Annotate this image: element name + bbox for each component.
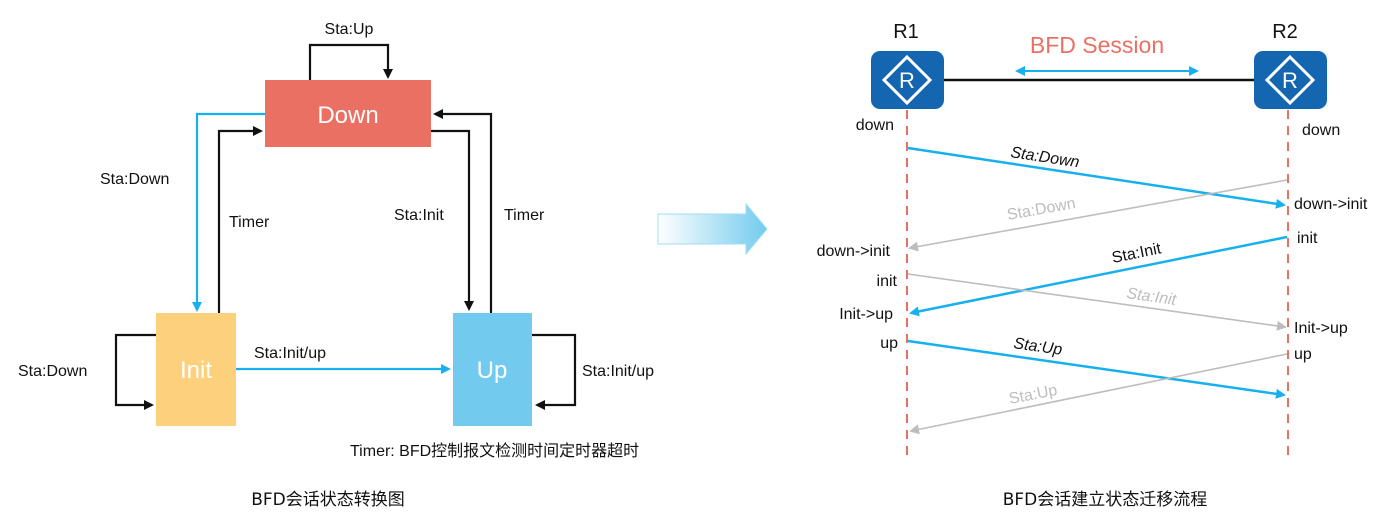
transition-up-to-down	[433, 109, 493, 313]
label-up-to-down: Timer	[504, 207, 545, 224]
r1-router-icon: R	[871, 51, 944, 109]
r1-state-up: up	[880, 335, 898, 352]
sequence-diagram: R1 R2 BFD Session R R down down->init in…	[817, 21, 1368, 510]
state-up-label: Up	[477, 357, 508, 384]
r2-state-down: down	[1302, 122, 1340, 139]
msg-r1-sta-init-label: Sta:Init	[1125, 285, 1177, 309]
state-down-box	[265, 80, 431, 147]
label-down-to-init: Sta:Down	[100, 171, 169, 188]
r1-state-init: init	[877, 273, 898, 290]
svg-text:R: R	[899, 68, 915, 93]
transition-up-self	[532, 333, 577, 410]
transition-down-to-init	[192, 112, 265, 312]
sequence-diagram-caption: BFD会话建立状态迁移流程	[1003, 490, 1208, 510]
r2-label: R2	[1272, 21, 1298, 43]
r2-state-down-init: down->init	[1294, 196, 1368, 213]
msg-r2-sta-down	[908, 179, 1288, 252]
r1-state-down-init: down->init	[817, 243, 891, 260]
transition-down-self	[308, 43, 393, 81]
msg-r2-sta-init	[909, 235, 1288, 317]
state-up-box	[453, 313, 532, 426]
label-init-to-down: Timer	[229, 214, 270, 231]
r1-label: R1	[893, 21, 919, 43]
msg-r2-sta-up-label: Sta:Up	[1008, 382, 1059, 408]
state-init-box	[156, 313, 236, 426]
r2-state-init-up: Init->up	[1294, 320, 1348, 337]
bfd-session-label: BFD Session	[1030, 32, 1164, 58]
timer-footnote: Timer: BFD控制报文检测时间定时器超时	[350, 442, 639, 460]
msg-r1-sta-down-label: Sta:Down	[1009, 144, 1080, 171]
label-up-self: Sta:Init/up	[582, 363, 654, 380]
big-right-arrow-icon	[657, 202, 768, 256]
label-init-to-up: Sta:Init/up	[254, 345, 326, 362]
state-diagram: Sta:Up Sta:Down Timer Sta:Init Timer Sta…	[18, 21, 654, 510]
svg-text:R: R	[1282, 68, 1298, 93]
state-down-label: Down	[317, 102, 378, 129]
transition-init-self	[114, 333, 156, 410]
msg-r1-sta-up-label: Sta:Up	[1012, 335, 1063, 359]
r1-state-init-up: Init->up	[839, 306, 893, 323]
msg-r2-sta-up	[909, 353, 1288, 435]
transition-down-to-up	[431, 129, 474, 311]
label-down-to-up: Sta:Init	[394, 207, 444, 224]
state-init-label: Init	[180, 357, 212, 384]
state-diagram-caption: BFD会话状态转换图	[251, 490, 405, 510]
r1-state-down: down	[856, 117, 894, 134]
transition-init-to-down	[217, 126, 263, 313]
r2-router-icon: R	[1254, 51, 1327, 109]
label-down-self: Sta:Up	[325, 21, 374, 38]
r2-state-up: up	[1294, 346, 1312, 363]
msg-r1-sta-init	[907, 273, 1287, 331]
label-init-self: Sta:Down	[18, 363, 87, 380]
msg-r1-sta-up	[907, 339, 1286, 399]
r2-state-init: init	[1297, 230, 1318, 247]
msg-r1-sta-down	[907, 146, 1286, 209]
